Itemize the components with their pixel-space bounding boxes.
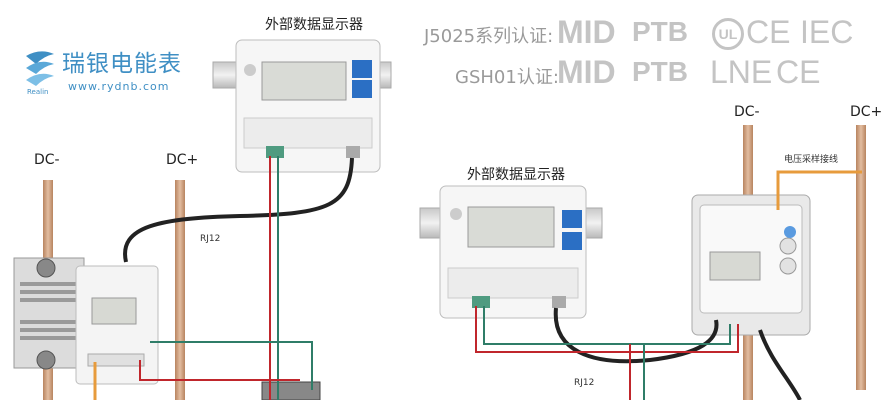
voltage-sampling-label: 电压采样接线 [784,155,839,165]
dc-minus-left-label: DC- [34,152,60,168]
dc-meter-left [13,257,159,385]
terminal-block-bottom [261,381,321,400]
copper-bar-dc-plus-right [856,125,866,390]
brand-name-cn: 瑞银电能表 [62,51,182,77]
cert-mark-ce: CE [746,14,791,50]
brand-name-en: Realin [27,88,49,96]
copper-bar-dc-plus-left [175,180,185,400]
cert-mark-mid: MID [557,14,616,50]
rj12-cable-left [123,157,354,263]
brand-logo [22,46,58,88]
rj12-right-label: RJ12 [574,378,595,388]
cert-row-1-label: J5025系列认证: [424,26,554,47]
dc-plus-left-label: DC+ [166,152,199,168]
cert-mark-ul: UL [712,18,744,50]
cert-mark-ce: CE [776,54,821,90]
dc-minus-right-label: DC- [734,104,760,120]
right-circuit-wires [475,170,862,400]
cert-mark-iec: IEC [800,14,854,50]
rj12-left-label: RJ12 [200,234,221,244]
dc-meter-right [691,194,811,336]
brand-logo-icon [26,51,54,86]
cert-mark-lne: LNE [710,54,773,90]
external-display-mid [439,185,587,319]
cert-row-2-label: GSH01认证: [455,67,559,88]
left-circuit-wires [93,156,313,400]
dc-plus-right-label: DC+ [850,104,883,120]
brand-url: www.rydnb.com [68,80,170,93]
cert-mark-mid: MID [557,54,616,90]
cert-mark-ptb: PTB [632,56,688,87]
external-display-top [235,39,381,173]
external-display-mid-label: 外部数据显示器 [467,167,565,183]
rj12-cable-right [553,307,719,364]
external-display-top-label: 外部数据显示器 [265,17,363,33]
cert-mark-ptb: PTB [632,16,688,47]
